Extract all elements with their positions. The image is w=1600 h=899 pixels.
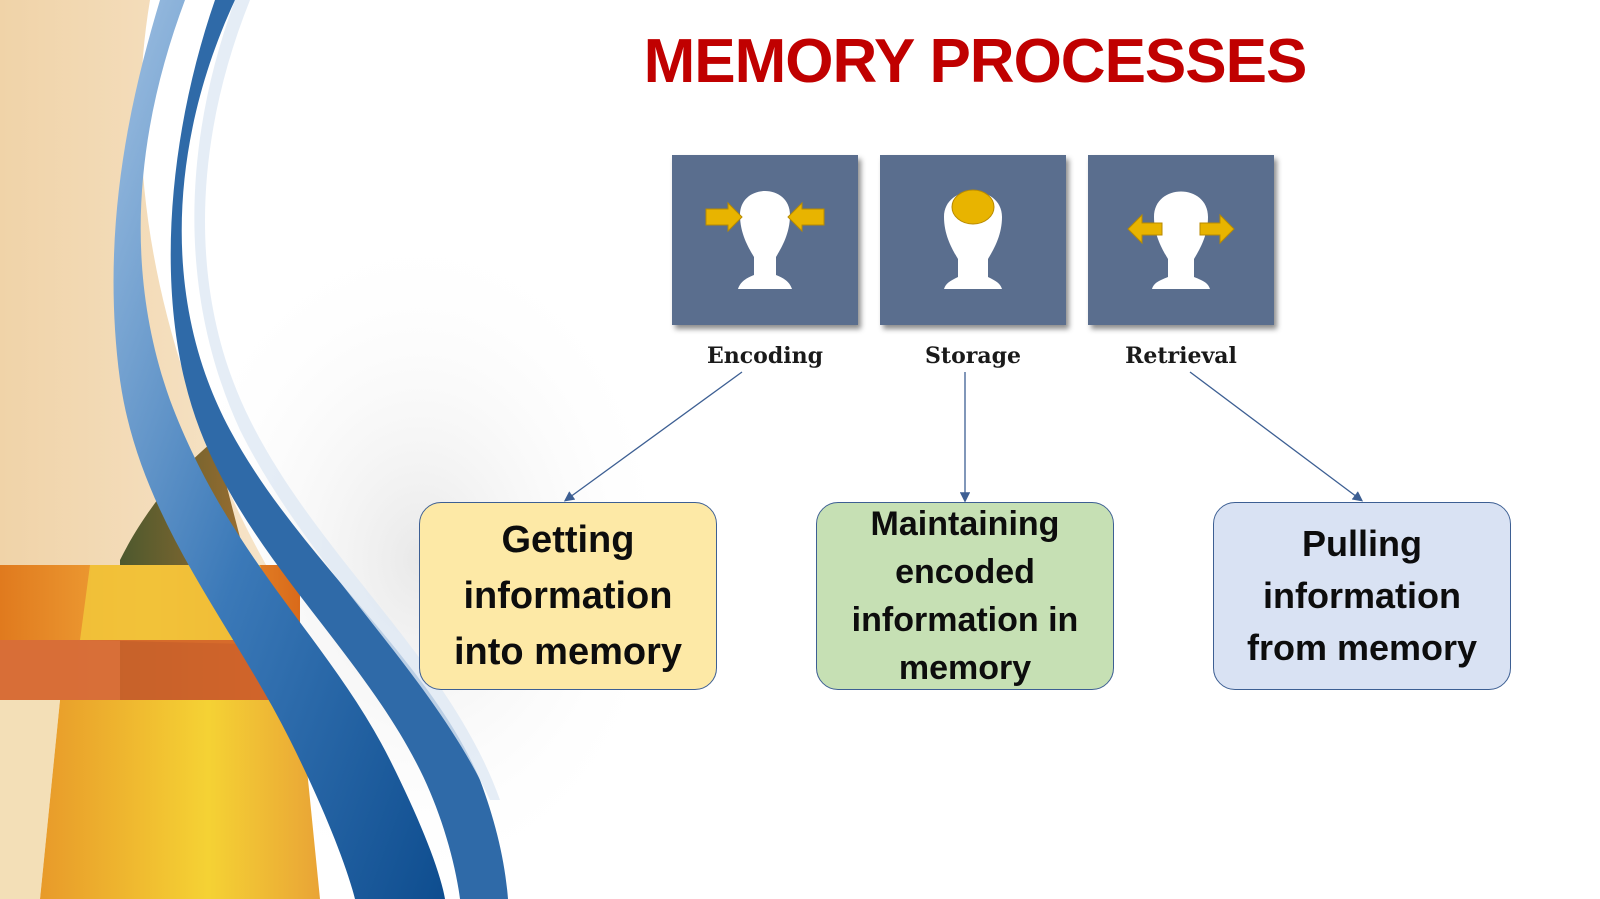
- stage-label-storage: Storage: [925, 343, 1021, 369]
- page-title: MEMORY PROCESSES: [643, 27, 1308, 96]
- storage-description-box: Maintaining encoded information in memor…: [816, 502, 1114, 690]
- storage-description: Maintaining encoded information in memor…: [851, 505, 1079, 687]
- encoding-description: Getting information into memory: [453, 519, 683, 673]
- stage-label-encoding: Encoding: [707, 343, 823, 369]
- retrieval-description: Pulling information from memory: [1246, 523, 1478, 668]
- encoding-description-box: Getting information into memory: [419, 502, 717, 690]
- head-stored-memory-icon: [944, 189, 1002, 289]
- retrieval-panel: [1088, 155, 1274, 325]
- stage-label-retrieval: Retrieval: [1125, 343, 1237, 369]
- head-arrows-inward-icon: [705, 191, 825, 289]
- head-arrows-outward-icon: [1127, 191, 1235, 289]
- retrieval-description-box: Pulling information from memory: [1213, 502, 1511, 690]
- encoding-panel: [672, 155, 858, 325]
- storage-panel: [880, 155, 1066, 325]
